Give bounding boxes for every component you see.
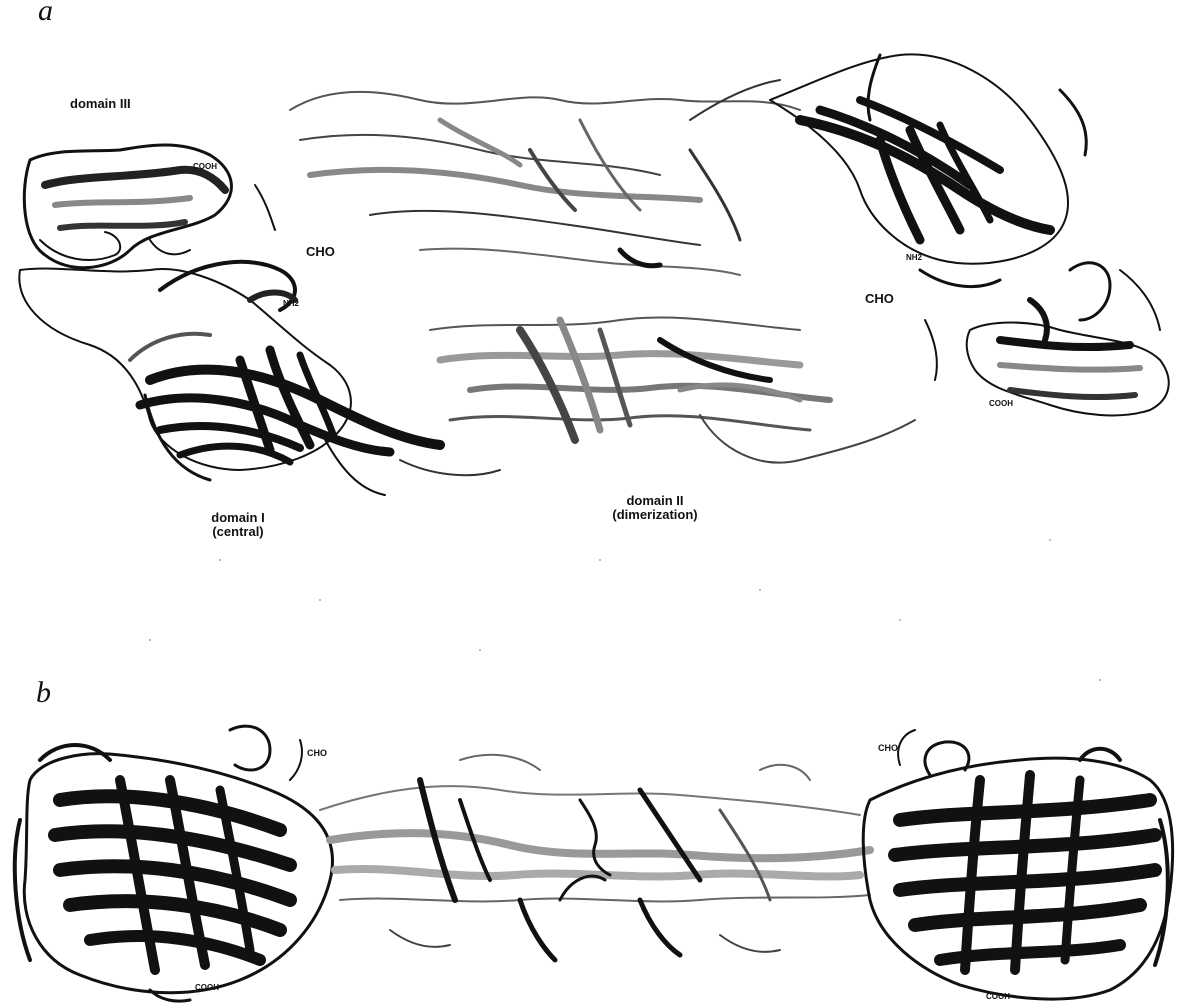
panel-a-domain-iii-left <box>24 145 275 268</box>
panel-a-domain-i-right <box>770 54 1086 286</box>
panel-b-domain-i-right <box>863 730 1172 999</box>
scan-noise-dots <box>149 539 1101 681</box>
panel-b-letter: b <box>36 676 51 710</box>
label-domain-i-line2: (central) <box>188 525 288 539</box>
label-cho-a-right: CHO <box>865 292 894 306</box>
panel-b-domain-ii-middle <box>320 755 870 960</box>
panel-a-ribbon-structure <box>19 54 1168 495</box>
panel-a-letter: a <box>38 0 53 28</box>
label-cho-b-left: CHO <box>307 746 327 760</box>
panel-a-domain-ii-middle <box>290 80 915 475</box>
label-domain-iii: domain III <box>70 97 131 111</box>
label-domain-ii-line2: (dimerization) <box>590 508 720 522</box>
label-cho-a-left: CHO <box>306 245 335 259</box>
label-domain-ii: domain II (dimerization) <box>590 494 720 522</box>
label-cooh-b-right: COOH <box>986 990 1010 1004</box>
label-cooh-a-right: COOH <box>989 397 1013 411</box>
label-domain-ii-line1: domain II <box>590 494 720 508</box>
label-cooh-b-left: COOH <box>195 981 219 995</box>
label-cooh-a-left: COOH <box>193 160 217 174</box>
label-nh2-a-left: NH2 <box>283 297 299 311</box>
panel-b-ribbon-structure <box>15 726 1173 1001</box>
label-domain-i: domain I (central) <box>188 511 288 539</box>
label-cho-b-right: CHO <box>878 741 898 755</box>
panel-b-domain-i-left <box>15 726 333 1001</box>
label-nh2-a-right: NH2 <box>906 251 922 265</box>
panel-a-domain-i-left <box>19 262 440 495</box>
label-domain-i-line1: domain I <box>188 511 288 525</box>
